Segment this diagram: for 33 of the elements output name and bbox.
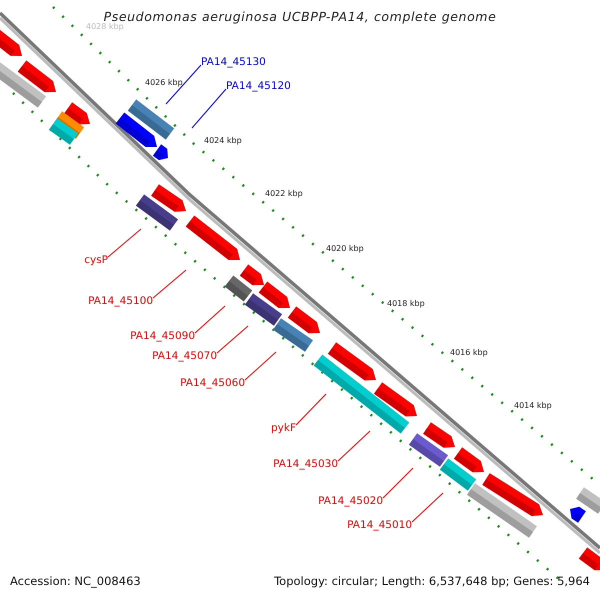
gene-label: cysP	[84, 254, 108, 267]
gene-label: PA14_45010	[347, 519, 412, 532]
gene-label: PA14_45060	[180, 377, 245, 390]
leader-line	[166, 64, 202, 104]
scale-label: 4014 kbp	[514, 401, 552, 411]
gene-label: PA14_45030	[273, 458, 338, 471]
title: Pseudomonas aeruginosa UCBPP-PA14, complete genome	[104, 9, 498, 24]
leader-line	[152, 270, 186, 298]
gene-label: pykF	[271, 422, 296, 435]
leader-line	[194, 306, 226, 334]
gene-label: PA14_45130	[201, 56, 266, 69]
footer-text: Accession: NC_008463	[10, 574, 141, 588]
gene-label: PA14_45100	[88, 295, 153, 308]
gene-label: PA14_45090	[130, 330, 195, 343]
leader-line	[244, 352, 276, 380]
leader-line	[296, 394, 326, 426]
footer-text: Topology: circular; Length: 6,537,648 bp; Genes: 5,964	[274, 574, 590, 588]
scale-label: 4026 kbp	[145, 78, 183, 88]
gene-label: PA14_45070	[152, 350, 217, 363]
leader-line	[108, 228, 142, 258]
leader-line	[192, 88, 226, 128]
scale-label: 4018 kbp	[387, 299, 425, 309]
leader-line	[382, 468, 414, 498]
gene-label: PA14_45020	[318, 495, 383, 508]
leader-line	[338, 430, 370, 462]
leader-line	[412, 492, 444, 522]
scale-label: 4022 kbp	[265, 189, 303, 199]
scale-label: 4020 kbp	[326, 244, 364, 254]
scale-label: 4016 kbp	[450, 348, 488, 358]
gene-label: PA14_45120	[226, 80, 291, 93]
scale-label: 4024 kbp	[204, 136, 242, 146]
scale-label: 4028 kbp	[86, 22, 124, 32]
leader-line	[216, 326, 248, 354]
